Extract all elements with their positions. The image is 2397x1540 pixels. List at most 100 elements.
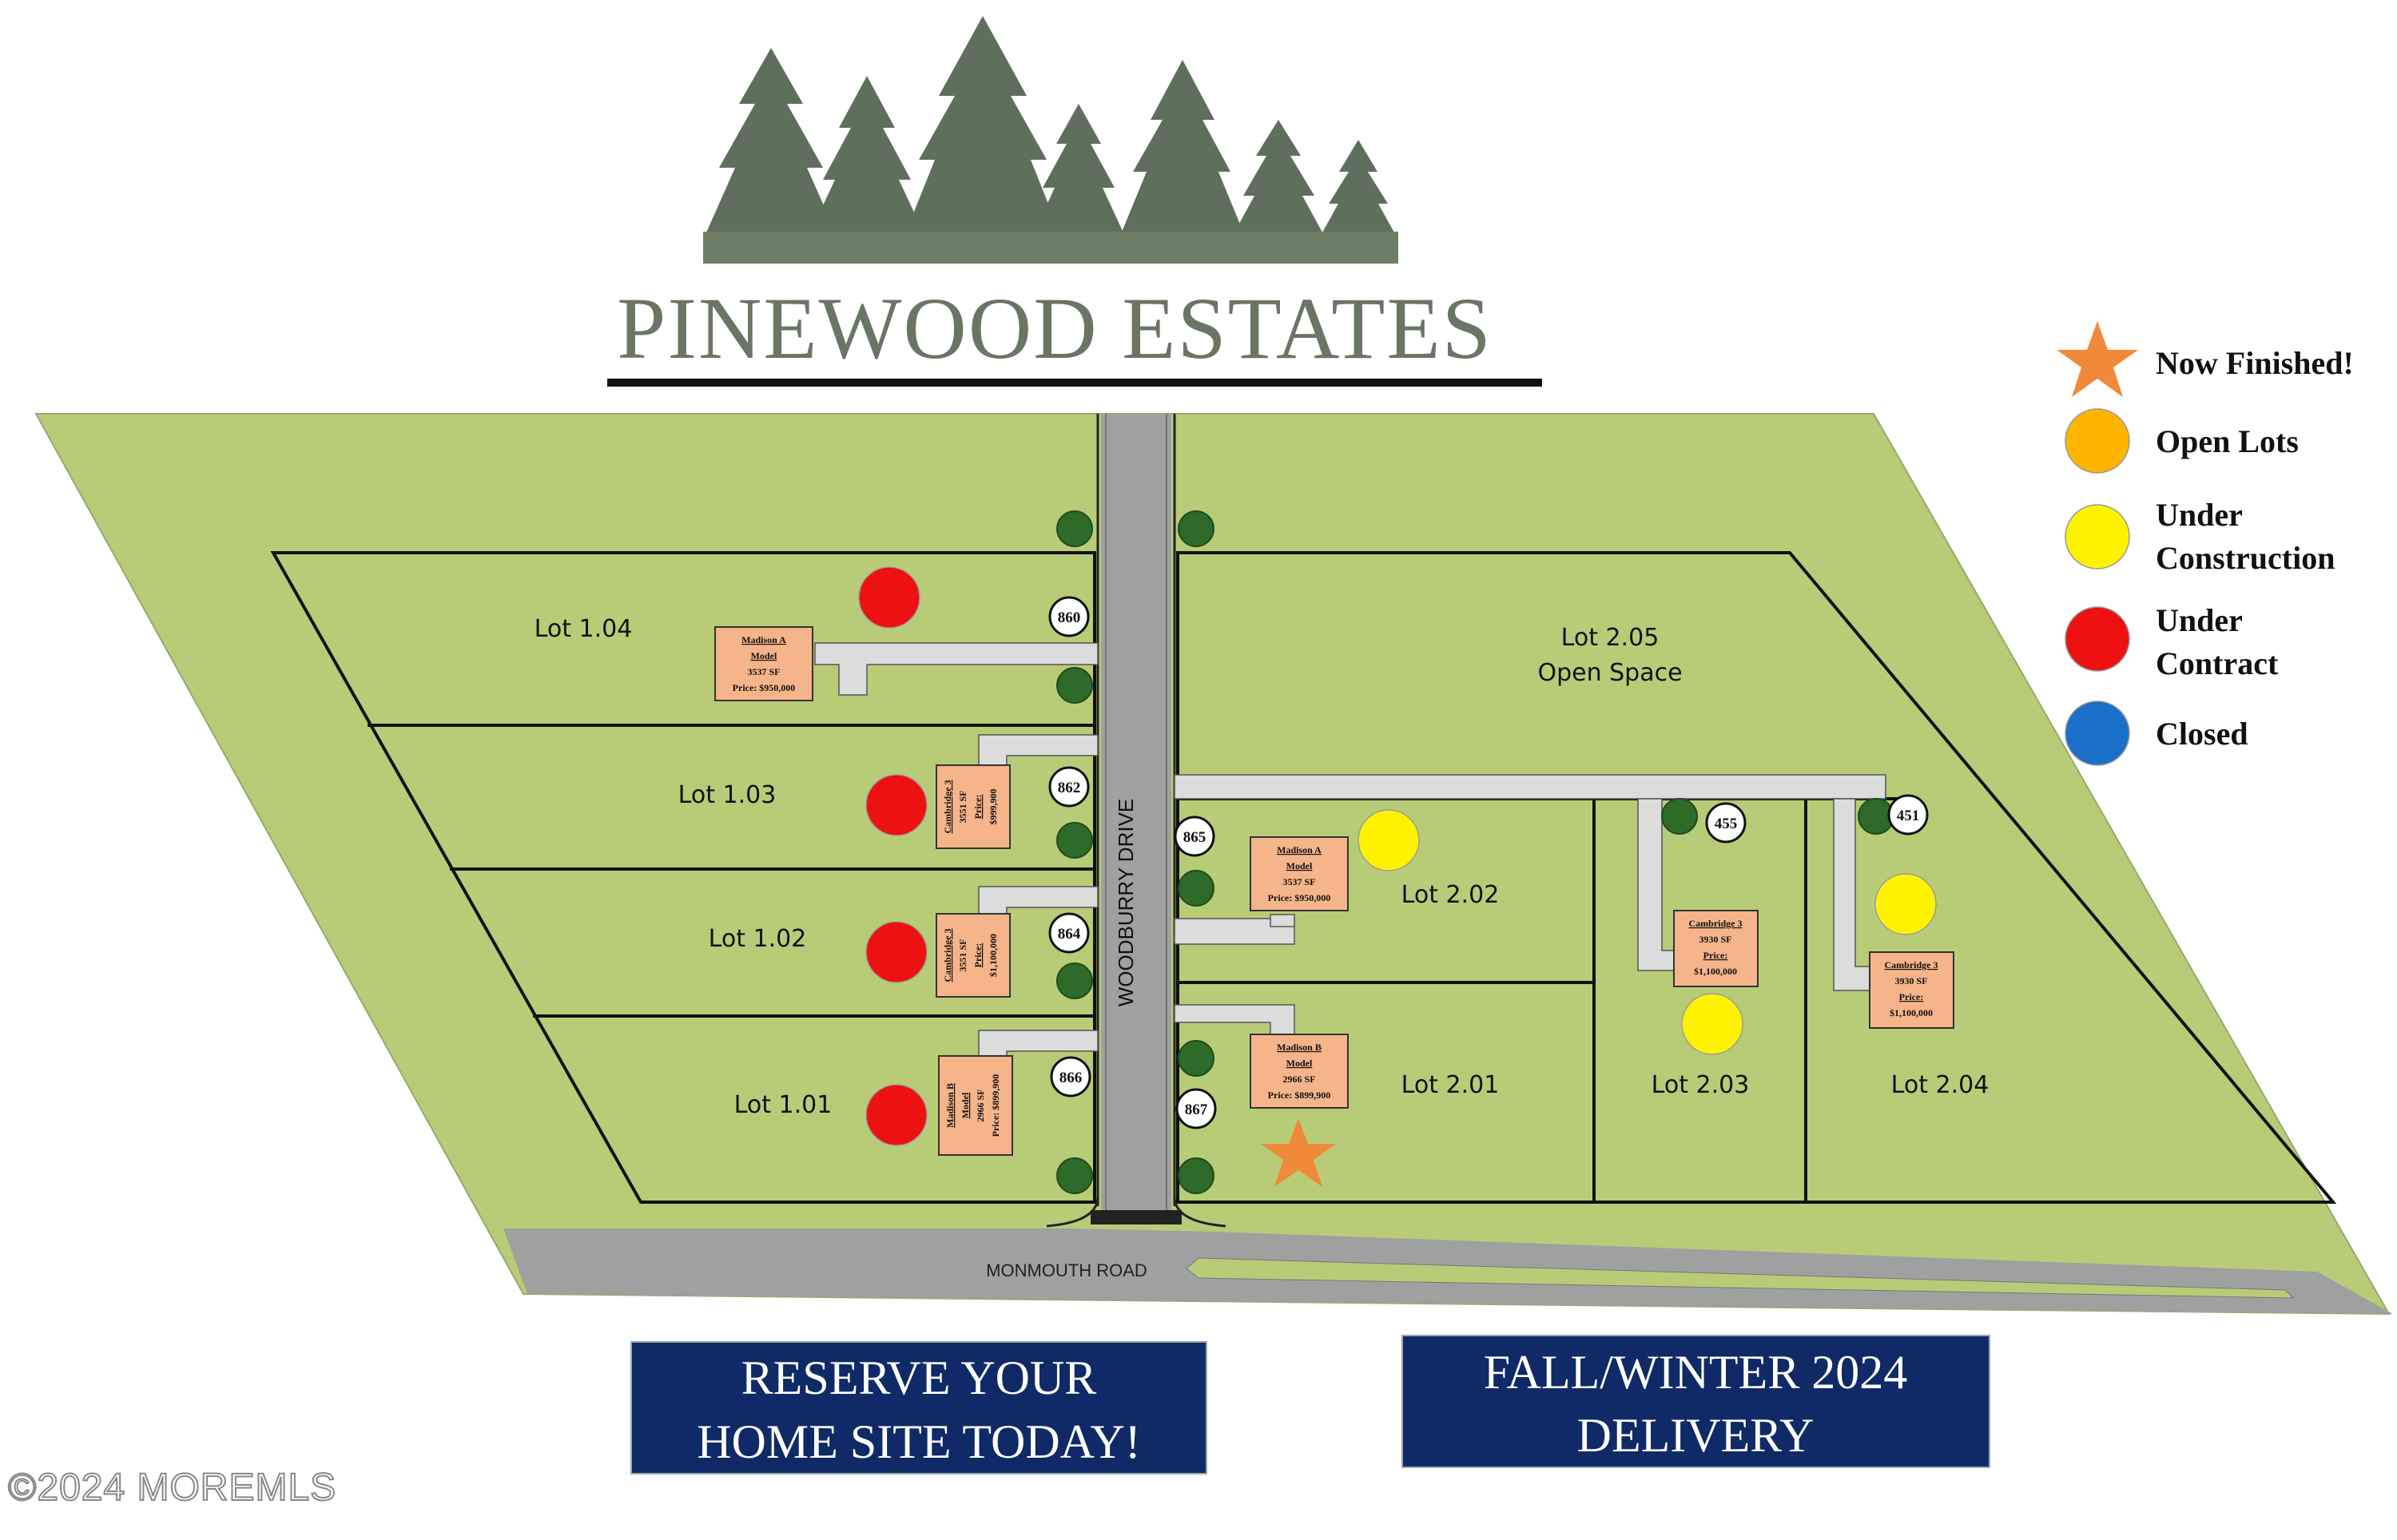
svg-text:Model: Model xyxy=(1286,860,1313,871)
address-marker: 862 xyxy=(1048,766,1090,808)
tree-icon xyxy=(1056,510,1093,547)
pine-trees-logo-icon xyxy=(703,16,1398,264)
watermark: ©2024 MOREMLS xyxy=(8,1467,336,1509)
svg-text:Cambridge 3: Cambridge 3 xyxy=(942,780,953,834)
monmouth-road-label: MONMOUTH ROAD xyxy=(986,1260,1147,1280)
svg-text:Model: Model xyxy=(960,1092,971,1118)
lot-label: Lot 2.05 xyxy=(1561,624,1660,652)
svg-text:Madison B: Madison B xyxy=(944,1083,956,1128)
woodburry-drive-label: WOODBURRY DRIVE xyxy=(1114,799,1138,1007)
svg-text:DELIVERY: DELIVERY xyxy=(1577,1409,1815,1462)
circle-icon xyxy=(2065,701,2130,766)
svg-text:Madison A: Madison A xyxy=(741,634,786,645)
under-contract-marker xyxy=(865,774,928,836)
svg-text:3537 SF: 3537 SF xyxy=(747,666,780,677)
woodburry-drive-road xyxy=(1046,414,1226,1228)
lot-label: Lot 2.04 xyxy=(1891,1071,1990,1099)
svg-text:Contract: Contract xyxy=(2156,645,2279,681)
tree-icon xyxy=(1178,870,1214,907)
tree-icon xyxy=(1056,963,1093,999)
under-contract-marker xyxy=(865,1084,928,1146)
svg-text:Madison A: Madison A xyxy=(1277,844,1322,855)
address-marker: 860 xyxy=(1048,596,1090,637)
star-icon xyxy=(2057,321,2138,397)
svg-text:Cambridge 3: Cambridge 3 xyxy=(1885,959,1938,970)
address-marker: 866 xyxy=(1050,1056,1091,1097)
svg-text:Price: $899,900: Price: $899,900 xyxy=(1268,1090,1331,1101)
trees xyxy=(1056,510,1894,1194)
svg-text:$1,100,000: $1,100,000 xyxy=(1890,1007,1933,1018)
svg-text:3551 SF: 3551 SF xyxy=(957,939,968,971)
address-markers: 860 862 864 866 865 867 455 451 xyxy=(1048,596,1929,1129)
svg-text:$1,100,000: $1,100,000 xyxy=(988,934,999,977)
tree-icon xyxy=(1661,798,1698,835)
svg-text:$1,100,000: $1,100,000 xyxy=(1694,966,1737,977)
svg-text:Now Finished!: Now Finished! xyxy=(2156,345,2354,381)
svg-text:864: 864 xyxy=(1058,926,1081,943)
circle-icon xyxy=(2065,504,2130,570)
tree-icon xyxy=(1056,667,1093,704)
tree-icon xyxy=(1056,822,1093,859)
legend-item-under-construction: Under Construction xyxy=(2065,497,2335,576)
lot-label: Lot 1.04 xyxy=(535,615,633,643)
svg-text:Cambridge 3: Cambridge 3 xyxy=(1689,918,1743,929)
address-marker: 455 xyxy=(1705,802,1747,843)
driveways xyxy=(814,642,1886,1063)
circle-icon xyxy=(2065,408,2130,474)
lot-label: Lot 2.03 xyxy=(1652,1071,1750,1099)
svg-text:RESERVE YOUR: RESERVE YOUR xyxy=(741,1351,1097,1404)
svg-text:862: 862 xyxy=(1058,780,1081,796)
svg-text:Price: $950,000: Price: $950,000 xyxy=(1268,892,1331,903)
under-construction-marker xyxy=(1358,809,1420,871)
svg-text:3537 SF: 3537 SF xyxy=(1282,876,1315,887)
svg-text:Madison B: Madison B xyxy=(1277,1042,1322,1053)
svg-text:Price:: Price: xyxy=(972,795,984,820)
svg-text:FALL/WINTER 2024: FALL/WINTER 2024 xyxy=(1484,1346,1907,1399)
svg-text:455: 455 xyxy=(1715,816,1738,832)
legend-item-under-contract: Under Contract xyxy=(2065,602,2279,681)
svg-text:$999,900: $999,900 xyxy=(988,789,999,825)
house-cambridge-3: Cambridge 3 3930 SF Price: $1,100,000 xyxy=(1869,951,1954,1029)
tree-icon xyxy=(1178,1157,1214,1194)
address-marker: 451 xyxy=(1887,794,1929,835)
logo-title: PINEWOOD ESTATES xyxy=(617,280,1493,377)
house-cambridge-3: Cambridge 3 3551 SF Price: $1,100,000 xyxy=(936,913,1011,998)
lot-label: Lot 1.02 xyxy=(709,925,807,953)
house-madison-b: Madison B Model 2966 SF Price: $899,900 xyxy=(1250,1034,1349,1109)
svg-text:Under: Under xyxy=(2156,602,2243,638)
legend: Now Finished! Open Lots Under Constructi… xyxy=(2057,321,2354,766)
svg-text:Construction: Construction xyxy=(2156,540,2335,576)
under-contract-marker xyxy=(858,566,920,629)
under-construction-marker xyxy=(1874,873,1937,935)
circle-icon xyxy=(2065,606,2130,672)
logo: PINEWOOD ESTATES xyxy=(607,16,1542,387)
lot-label: Lot 2.02 xyxy=(1401,881,1500,909)
svg-text:2966 SF: 2966 SF xyxy=(975,1089,986,1121)
svg-text:451: 451 xyxy=(1897,808,1920,824)
address-marker: 865 xyxy=(1174,816,1215,857)
tree-icon xyxy=(1178,510,1214,547)
house-madison-b: Madison B Model 2966 SF Price: $899,900 xyxy=(938,1055,1013,1156)
svg-text:Model: Model xyxy=(1286,1058,1313,1069)
address-marker: 867 xyxy=(1175,1088,1217,1129)
svg-text:2966 SF: 2966 SF xyxy=(1282,1074,1315,1085)
svg-text:865: 865 xyxy=(1183,829,1206,846)
lot-label: Lot 1.01 xyxy=(734,1091,833,1119)
svg-text:3930 SF: 3930 SF xyxy=(1699,934,1731,945)
lot-sublabel: Open Space xyxy=(1537,659,1682,687)
house-cambridge-3: Cambridge 3 3551 SF Price: $999,900 xyxy=(936,764,1011,849)
under-construction-marker xyxy=(1681,993,1743,1055)
svg-text:3551 SF: 3551 SF xyxy=(957,790,968,823)
svg-text:867: 867 xyxy=(1185,1101,1208,1118)
tree-icon xyxy=(1056,1157,1093,1194)
svg-text:Under: Under xyxy=(2156,497,2243,533)
status-markers xyxy=(858,566,1937,1187)
svg-text:Price:: Price: xyxy=(972,943,984,968)
under-contract-marker xyxy=(865,921,928,983)
svg-text:866: 866 xyxy=(1059,1070,1083,1086)
house-madison-a: Madison A Model 3537 SF Price: $950,000 xyxy=(714,626,813,701)
tree-icon xyxy=(1178,1040,1214,1077)
legend-item-now-finished: Now Finished! xyxy=(2057,321,2354,397)
svg-text:HOME SITE TODAY!: HOME SITE TODAY! xyxy=(697,1415,1141,1468)
svg-text:Price:: Price: xyxy=(1899,991,1924,1002)
